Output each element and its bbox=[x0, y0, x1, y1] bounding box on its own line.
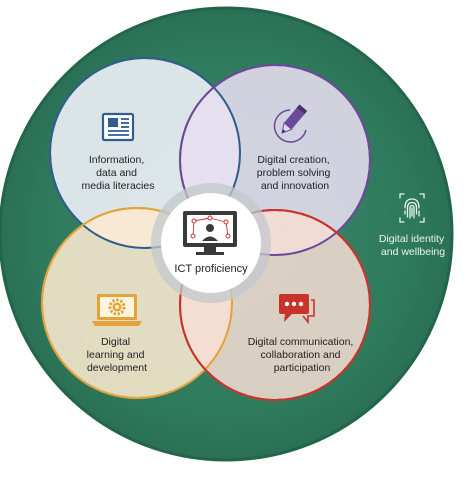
laptop-gear-icon bbox=[92, 294, 142, 326]
outer-label: Digital identity and wellbeing bbox=[379, 233, 447, 258]
document-icon bbox=[101, 112, 135, 142]
monitor-network-user-icon bbox=[183, 211, 237, 255]
creation-label: Digital creation, problem solving and in… bbox=[257, 154, 333, 192]
communication-label: Digital communication, collaboration and… bbox=[248, 336, 357, 374]
learning-label: Digital learning and development bbox=[87, 336, 148, 374]
information-label: Information, data and media literacies bbox=[82, 154, 155, 192]
fingerprint-icon bbox=[399, 193, 425, 223]
pencil-icon bbox=[273, 104, 308, 143]
center-label: ICT proficiency bbox=[174, 263, 248, 275]
chat-bubble-icon bbox=[279, 294, 315, 325]
